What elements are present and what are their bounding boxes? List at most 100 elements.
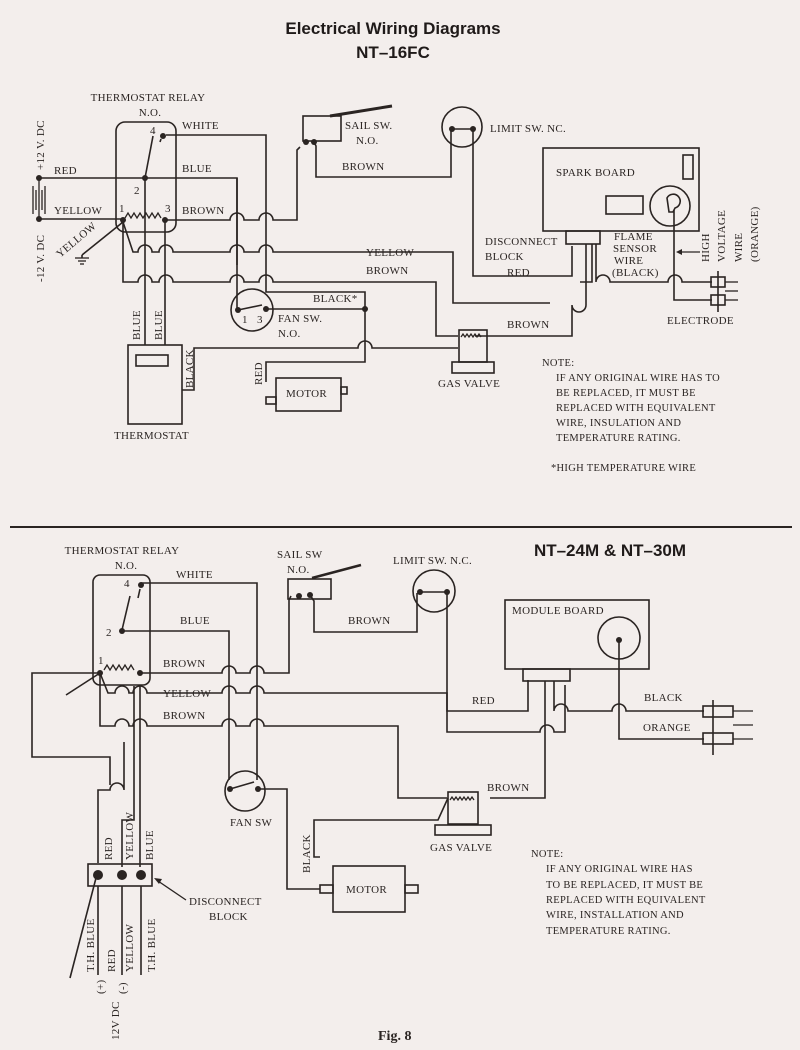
fan-terminal-3: 3 — [257, 314, 263, 326]
limit-switch-label: LIMIT SW. NC. — [490, 123, 566, 135]
module-board — [504, 599, 650, 670]
module-board-label: MODULE BOARD — [512, 605, 604, 617]
thermostat-relay-box — [115, 121, 177, 233]
spark-board-component — [682, 154, 694, 180]
note-line: TEMPERATURE RATING. — [546, 926, 671, 937]
wire-label-red: RED — [54, 165, 77, 177]
wire-label-blue-top: BLUE — [144, 830, 156, 860]
relay-terminal-4: 4 — [124, 578, 130, 590]
relay-terminal-2: 2 — [106, 627, 112, 639]
wire-label-yellow-bottom: YELLOW — [124, 923, 136, 972]
note-heading: NOTE: — [542, 358, 574, 369]
motor-label: MOTOR — [346, 884, 387, 896]
gas-valve — [447, 791, 479, 825]
wire-label-blue: BLUE — [180, 615, 210, 627]
plus-12v-label: +12 V. DC — [35, 120, 47, 170]
note-line: BE REPLACED, IT MUST BE — [556, 388, 696, 399]
wire-label-sail-brown: BROWN — [348, 615, 390, 627]
note-line: REPLACED WITH EQUIVALENT — [556, 403, 716, 414]
relay-coil — [124, 211, 162, 220]
wire-label-yellow: YELLOW — [54, 205, 103, 217]
relay-terminal-1: 1 — [119, 203, 125, 215]
electrode-label: ELECTRODE — [667, 315, 734, 327]
disconnect-block-board — [522, 668, 571, 682]
high-voltage-label-4: (ORANGE) — [749, 206, 761, 262]
wire-label-red-bottom: RED — [106, 949, 118, 972]
note-line: IF ANY ORIGINAL WIRE HAS — [546, 864, 693, 875]
fan-terminal-1: 1 — [242, 314, 248, 326]
note-line: IF ANY ORIGINAL WIRE HAS TO — [556, 373, 720, 384]
fan-switch-state: N.O. — [278, 328, 301, 340]
limit-switch — [412, 569, 456, 613]
disconnect-label: DISCONNECT — [485, 236, 558, 248]
wire-label-brown: BROWN — [182, 205, 224, 217]
fan-switch-label: FAN SW. — [278, 313, 322, 325]
thermostat-label: THERMOSTAT — [114, 430, 189, 442]
note-bottom: NOTE: IF ANY ORIGINAL WIRE HAS TO BE REP… — [531, 849, 706, 937]
wire-label-yellow-main: YELLOW — [366, 247, 415, 259]
model-title-bottom: NT–24M & NT–30M — [534, 541, 686, 560]
sail-switch-state: N.O. — [356, 135, 379, 147]
supply-plus-label: (+) — [95, 980, 107, 994]
high-voltage-label-2: VOLTAGE — [716, 210, 728, 262]
model-title-top: NT–16FC — [356, 43, 430, 62]
wire-label-brown-valve: BROWN — [487, 782, 529, 794]
wire-label-brown-2: BROWN — [163, 710, 205, 722]
wire-label-white: WHITE — [176, 569, 213, 581]
thermostat-display — [135, 354, 169, 367]
gas-valve-coil — [449, 795, 475, 802]
thermostat-relay-box — [92, 574, 151, 686]
gas-valve-label: GAS VALVE — [430, 842, 492, 854]
wire-label-red-board: RED — [507, 267, 530, 279]
wire-label-blue: BLUE — [182, 163, 212, 175]
sail-switch-state: N.O. — [287, 564, 310, 576]
limit-switch-label: LIMIT SW. N.C. — [393, 555, 472, 567]
supply-voltage-label: 12V DC — [110, 1001, 122, 1040]
wire-label-sail-brown: BROWN — [342, 161, 384, 173]
figure-caption: Fig. 8 — [378, 1029, 411, 1044]
spark-board — [542, 147, 700, 232]
electrode — [702, 700, 753, 755]
note-heading: NOTE: — [531, 849, 563, 860]
sail-switch-label: SAIL SW — [277, 549, 323, 561]
wire-label-yellow: YELLOW — [163, 688, 212, 700]
wire-label-th-blue-1: T.H. BLUE — [85, 918, 97, 972]
gas-valve-coil — [460, 332, 482, 339]
minus-12v-label: -12 V. DC — [35, 235, 47, 282]
diagram-nt16fc: +12 V. DC -12 V. DC THERMOSTAT RELAY N.O… — [32, 92, 761, 474]
wire-label-black-motor: BLACK — [301, 834, 313, 873]
disconnect-block-top — [565, 230, 601, 245]
wire-label-red-board: RED — [472, 695, 495, 707]
relay-terminal-4: 4 — [150, 125, 156, 137]
motor-label: MOTOR — [286, 388, 327, 400]
wire-label-black-star: BLACK* — [313, 293, 358, 305]
page-title: Electrical Wiring Diagrams — [285, 19, 500, 38]
note-footnote: *HIGH TEMPERATURE WIRE — [551, 463, 696, 474]
note-line: TEMPERATURE RATING. — [556, 433, 681, 444]
wire-label-brown-valve: BROWN — [507, 319, 549, 331]
relay-terminal-2: 2 — [134, 185, 140, 197]
wire-label-blue-1: BLUE — [131, 310, 143, 340]
relay-terminal-1: 1 — [98, 655, 104, 667]
limit-switch — [441, 106, 483, 148]
relay-state-label: N.O. — [139, 107, 162, 119]
supply-minus-label: (-) — [117, 982, 129, 994]
sail-switch-label: SAIL SW. — [345, 120, 392, 132]
gas-valve-label: GAS VALVE — [438, 378, 500, 390]
note-line: WIRE, INSTALLATION AND — [546, 910, 684, 921]
note-top: NOTE: IF ANY ORIGINAL WIRE HAS TO BE REP… — [542, 358, 720, 474]
thermostat-relay-label: THERMOSTAT RELAY — [91, 92, 206, 104]
wire-label-blue-2: BLUE — [153, 310, 165, 340]
fan-switch — [224, 770, 266, 812]
relay-coil — [103, 663, 135, 672]
wire-label-red-top: RED — [103, 837, 115, 860]
flame-sensor-label-2: SENSOR — [613, 243, 657, 255]
arrow-icon — [157, 880, 187, 901]
note-line: TO BE REPLACED, IT MUST BE — [546, 880, 703, 891]
wire-label-white: WHITE — [182, 120, 219, 132]
sail-switch — [302, 115, 342, 142]
block-label: BLOCK — [209, 911, 248, 923]
wire-label-red-motor: RED — [253, 362, 265, 385]
thermostat-relay-label: THERMOSTAT RELAY — [65, 545, 180, 557]
